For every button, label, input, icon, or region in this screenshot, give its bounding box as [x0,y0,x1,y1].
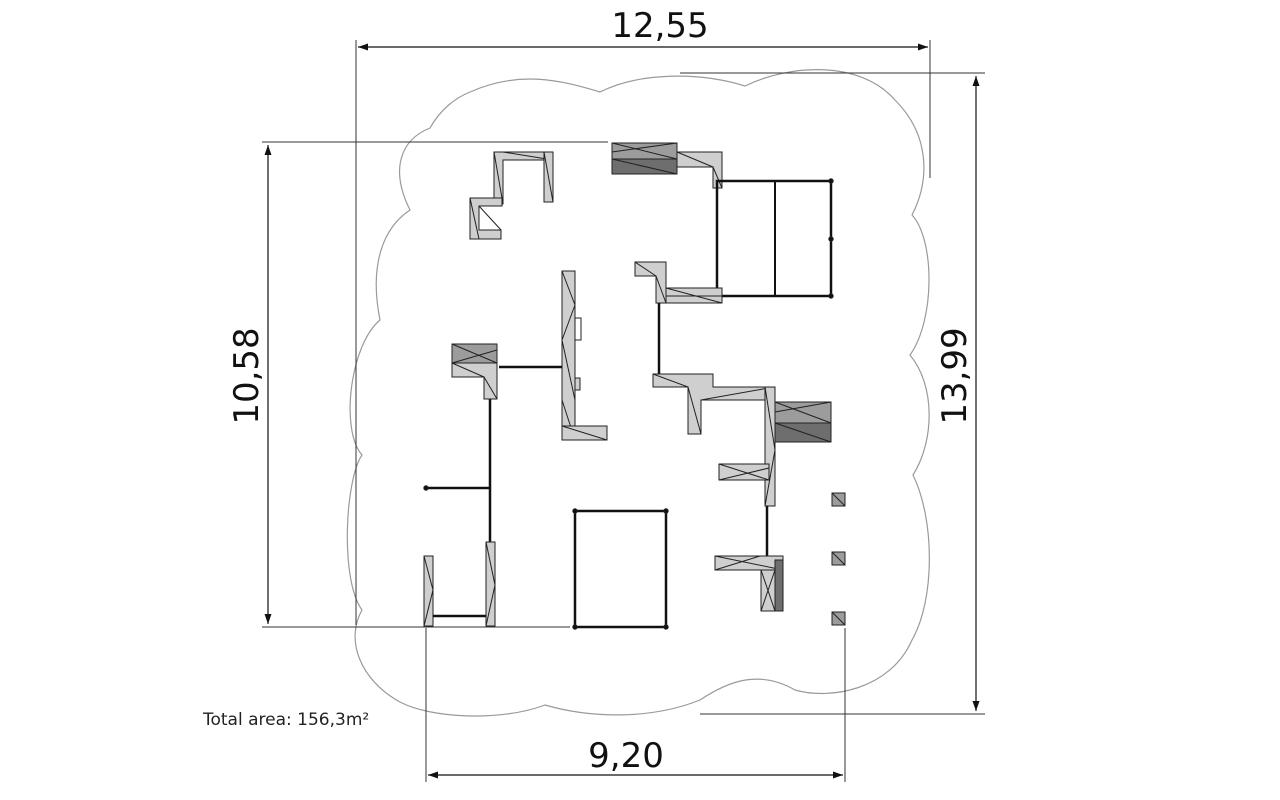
dim-left-text: 10,58 [227,327,267,424]
tower-top-right [611,142,834,374]
platform-left [423,343,498,545]
equipment [423,142,846,630]
sandpit-frame [572,508,669,630]
extension-lines [262,40,985,782]
climbing-wall-center [499,270,608,441]
seat-bottom-right [714,555,784,612]
total-area-caption: Total area: 156,3m² [202,710,369,730]
dimension-lines [264,43,980,779]
dim-bottom-text: 9,20 [588,736,664,776]
bridge-right-middle [652,373,832,556]
posts-bottom-left [423,541,496,627]
dim-right-text: 13,99 [935,327,975,424]
stair-module-top-left [469,151,554,240]
safety-zone-outline [346,69,930,717]
stepping-posts [831,492,846,626]
dim-top-text: 12,55 [611,6,708,46]
